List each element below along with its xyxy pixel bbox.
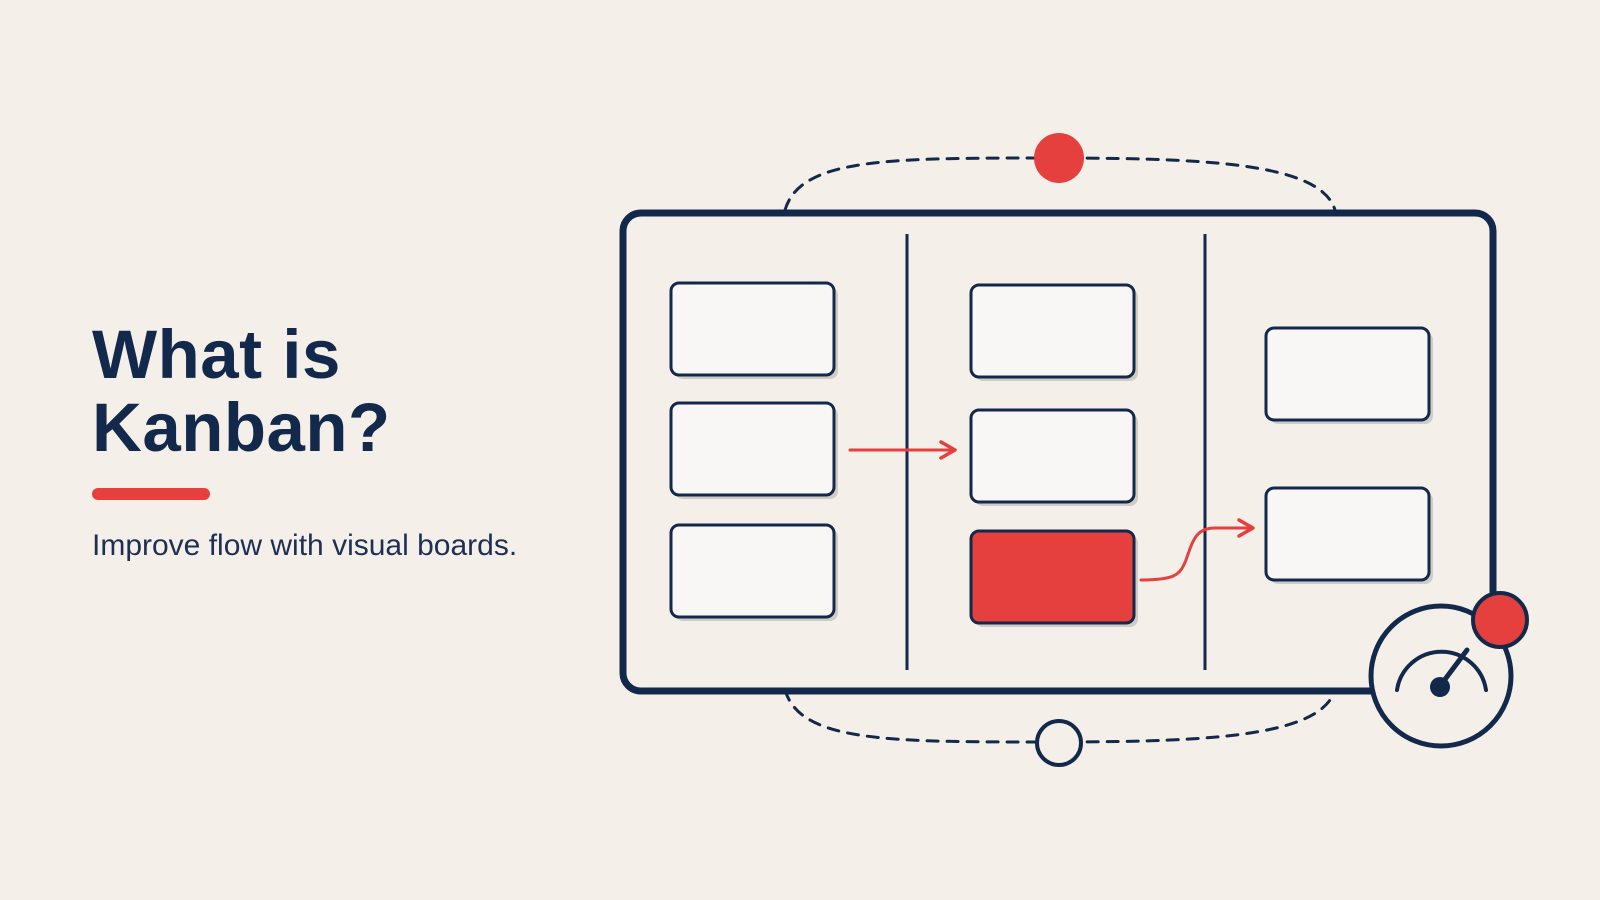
cycle-bottom-ring-icon	[1035, 719, 1083, 767]
cycle-top-dot-icon	[1034, 133, 1084, 183]
kanban-card	[669, 401, 836, 497]
kanban-card	[1264, 486, 1431, 582]
title-underline-accent	[92, 488, 210, 500]
kanban-card	[669, 281, 836, 377]
flow-arrow-icon	[1139, 518, 1255, 582]
column-3	[1264, 326, 1433, 584]
kanban-card	[969, 408, 1136, 504]
speedometer-icon	[1368, 603, 1514, 749]
kanban-card	[1264, 326, 1431, 422]
kanban-card	[969, 283, 1136, 379]
slide-title: What is Kanban?	[92, 318, 612, 464]
speed-indicator-dot-icon	[1471, 591, 1529, 649]
kanban-card	[669, 523, 836, 619]
column-2	[969, 283, 1138, 627]
title-line-1: What is	[92, 316, 341, 393]
title-block: What is Kanban?	[92, 318, 612, 464]
slide-subtitle: Improve flow with visual boards.	[92, 529, 518, 562]
kanban-card-highlighted	[969, 529, 1136, 625]
title-line-2: Kanban?	[92, 389, 391, 466]
column-1	[669, 281, 838, 621]
